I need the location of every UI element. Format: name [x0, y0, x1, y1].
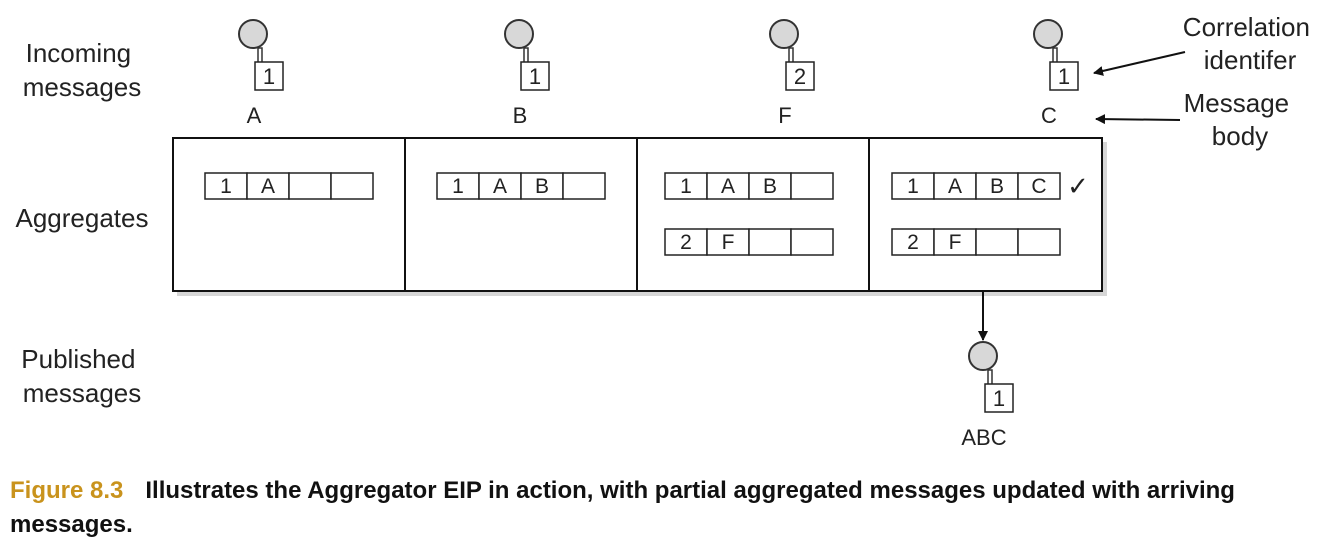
message-circle [968, 341, 998, 371]
aggregate-cell-text: A [948, 175, 962, 198]
aggregate-cell-text: F [949, 231, 962, 254]
aggregate-cell [706, 228, 750, 256]
aggregate-cell-text: C [1031, 175, 1046, 198]
correlation-id: 1 [993, 386, 1005, 411]
correlation-tag [520, 61, 550, 91]
complete-checkmark: ✓ [1067, 171, 1089, 201]
message-body-text: F [778, 103, 791, 128]
aggregate-cell-text: 1 [452, 175, 464, 198]
aggregate-cell-text: B [535, 175, 549, 198]
aggregate-cell [330, 172, 374, 200]
aggregate-cell-text: 1 [907, 175, 919, 198]
message-body-text: B [513, 103, 528, 128]
aggregate-cell [664, 172, 708, 200]
aggregate-cell [520, 172, 564, 200]
message-icon: 1A [238, 19, 284, 128]
aggregator-diagram: Incoming messages Aggregates Published m… [16, 12, 1317, 450]
correlation-arrow [1093, 51, 1186, 76]
figure-number: Figure 8.3 [10, 477, 124, 504]
aggregate-row: 1 A B C [891, 172, 1061, 200]
correlation-line1: Correlation [1183, 12, 1310, 42]
incoming-label-line1: Incoming [26, 38, 132, 68]
aggregate-cell [891, 228, 935, 256]
correlation-id: 1 [263, 64, 275, 89]
aggregate-cell-text: B [990, 175, 1004, 198]
correlation-tag [1049, 61, 1079, 91]
message-icon: 1B [504, 19, 550, 128]
body-line2: body [1212, 121, 1268, 151]
aggregate-cell-text: A [261, 175, 275, 198]
correlation-id: 2 [794, 64, 806, 89]
aggregates-label: Aggregates [16, 203, 149, 233]
aggregate-cell [790, 172, 834, 200]
aggregate-cell [975, 228, 1019, 256]
message-icon: 1C [1033, 19, 1079, 128]
correlation-tag [984, 383, 1014, 413]
correlation-line2: identifer [1204, 45, 1297, 75]
aggregate-cell [1017, 172, 1061, 200]
correlation-tag [254, 61, 284, 91]
body-line1: Message [1184, 88, 1290, 118]
correlation-tag [785, 61, 815, 91]
published-label-line2: messages [23, 378, 142, 408]
aggregate-cell [478, 172, 522, 200]
published-label-line1: Published [21, 344, 135, 374]
body-arrow [1095, 114, 1181, 125]
aggregate-cell-text: A [493, 175, 507, 198]
correlation-id: 1 [529, 64, 541, 89]
message-body-text: C [1041, 103, 1057, 128]
message-body-text: A [247, 103, 262, 128]
incoming-messages-label: Incoming messages [23, 38, 142, 102]
message-icon: 2F [769, 19, 815, 128]
aggregate-cell [748, 228, 792, 256]
message-circle [238, 19, 268, 49]
aggregate-cell-text: 2 [907, 231, 919, 254]
correlation-id: 1 [1058, 64, 1070, 89]
message-circle [769, 19, 799, 49]
published-messages-label: Published messages [21, 344, 142, 408]
aggregate-cell [562, 172, 606, 200]
aggregate-cell [436, 172, 480, 200]
correlation-identifier-annotation: Correlation identifer [1183, 12, 1317, 75]
aggregate-cell-text: 1 [680, 175, 692, 198]
aggregate-cell [246, 172, 290, 200]
aggregate-cell-text: F [722, 231, 735, 254]
aggregate-cell [706, 172, 750, 200]
incoming-label-line2: messages [23, 72, 142, 102]
aggregate-row: 1 A B [436, 172, 606, 200]
aggregate-cell-text: 2 [680, 231, 692, 254]
caption-text: Illustrates the Aggregator EIP in action… [10, 477, 1235, 538]
message-circle [504, 19, 534, 49]
message-circle [1033, 19, 1063, 49]
aggregate-cell-text: B [763, 175, 777, 198]
aggregate-cell [790, 228, 834, 256]
aggregate-cell [1017, 228, 1061, 256]
aggregate-cell [288, 172, 332, 200]
aggregate-row: 1 A B [664, 172, 834, 200]
message-body-text: ABC [961, 425, 1006, 450]
message-body-annotation: Message body [1184, 88, 1297, 151]
aggregate-cell-text: 1 [220, 175, 232, 198]
aggregate-cell-text: A [721, 175, 735, 198]
